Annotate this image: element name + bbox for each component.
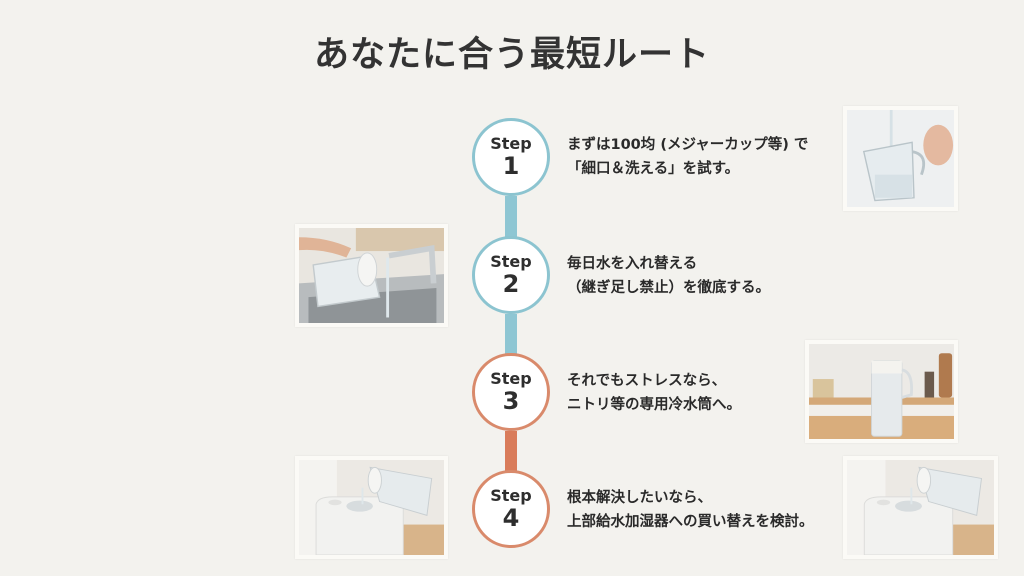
cold-water-pitcher-photo xyxy=(805,340,958,443)
step-label: Step xyxy=(490,369,532,388)
connector-1-2 xyxy=(505,196,517,238)
step-2-description: 毎日水を入れ替える （継ぎ足し禁止）を徹底する。 xyxy=(567,256,770,296)
measuring-cup-pour-photo xyxy=(843,106,958,211)
step-label: Step xyxy=(490,486,532,505)
step-label: Step xyxy=(490,252,532,271)
step-1-badge: Step 1 xyxy=(472,118,550,196)
step-number: 2 xyxy=(502,270,520,298)
top-fill-humidifier-photo xyxy=(295,456,448,559)
step-4-description: 根本解決したいなら、 上部給水加湿器への買い替えを検討。 xyxy=(567,490,814,530)
top-fill-humidifier-photo-duplicate xyxy=(843,456,998,559)
step-number: 4 xyxy=(502,504,520,532)
step-number: 1 xyxy=(502,152,520,180)
step-3-badge: Step 3 xyxy=(472,353,550,431)
step-label: Step xyxy=(490,134,532,153)
step-number: 3 xyxy=(502,387,520,415)
step-1-description: まずは100均 (メジャーカップ等) で 「細口＆洗える」を試す。 xyxy=(567,137,809,177)
connector-2-3 xyxy=(505,314,517,354)
step-3-description: それでもストレスなら、 ニトリ等の専用冷水筒へ。 xyxy=(567,373,741,413)
pitcher-sink-fill-photo xyxy=(295,224,448,327)
page-title: あなたに合う最短ルート xyxy=(313,35,710,75)
connector-3-4 xyxy=(505,431,517,471)
step-4-badge: Step 4 xyxy=(472,470,550,548)
step-2-badge: Step 2 xyxy=(472,236,550,314)
